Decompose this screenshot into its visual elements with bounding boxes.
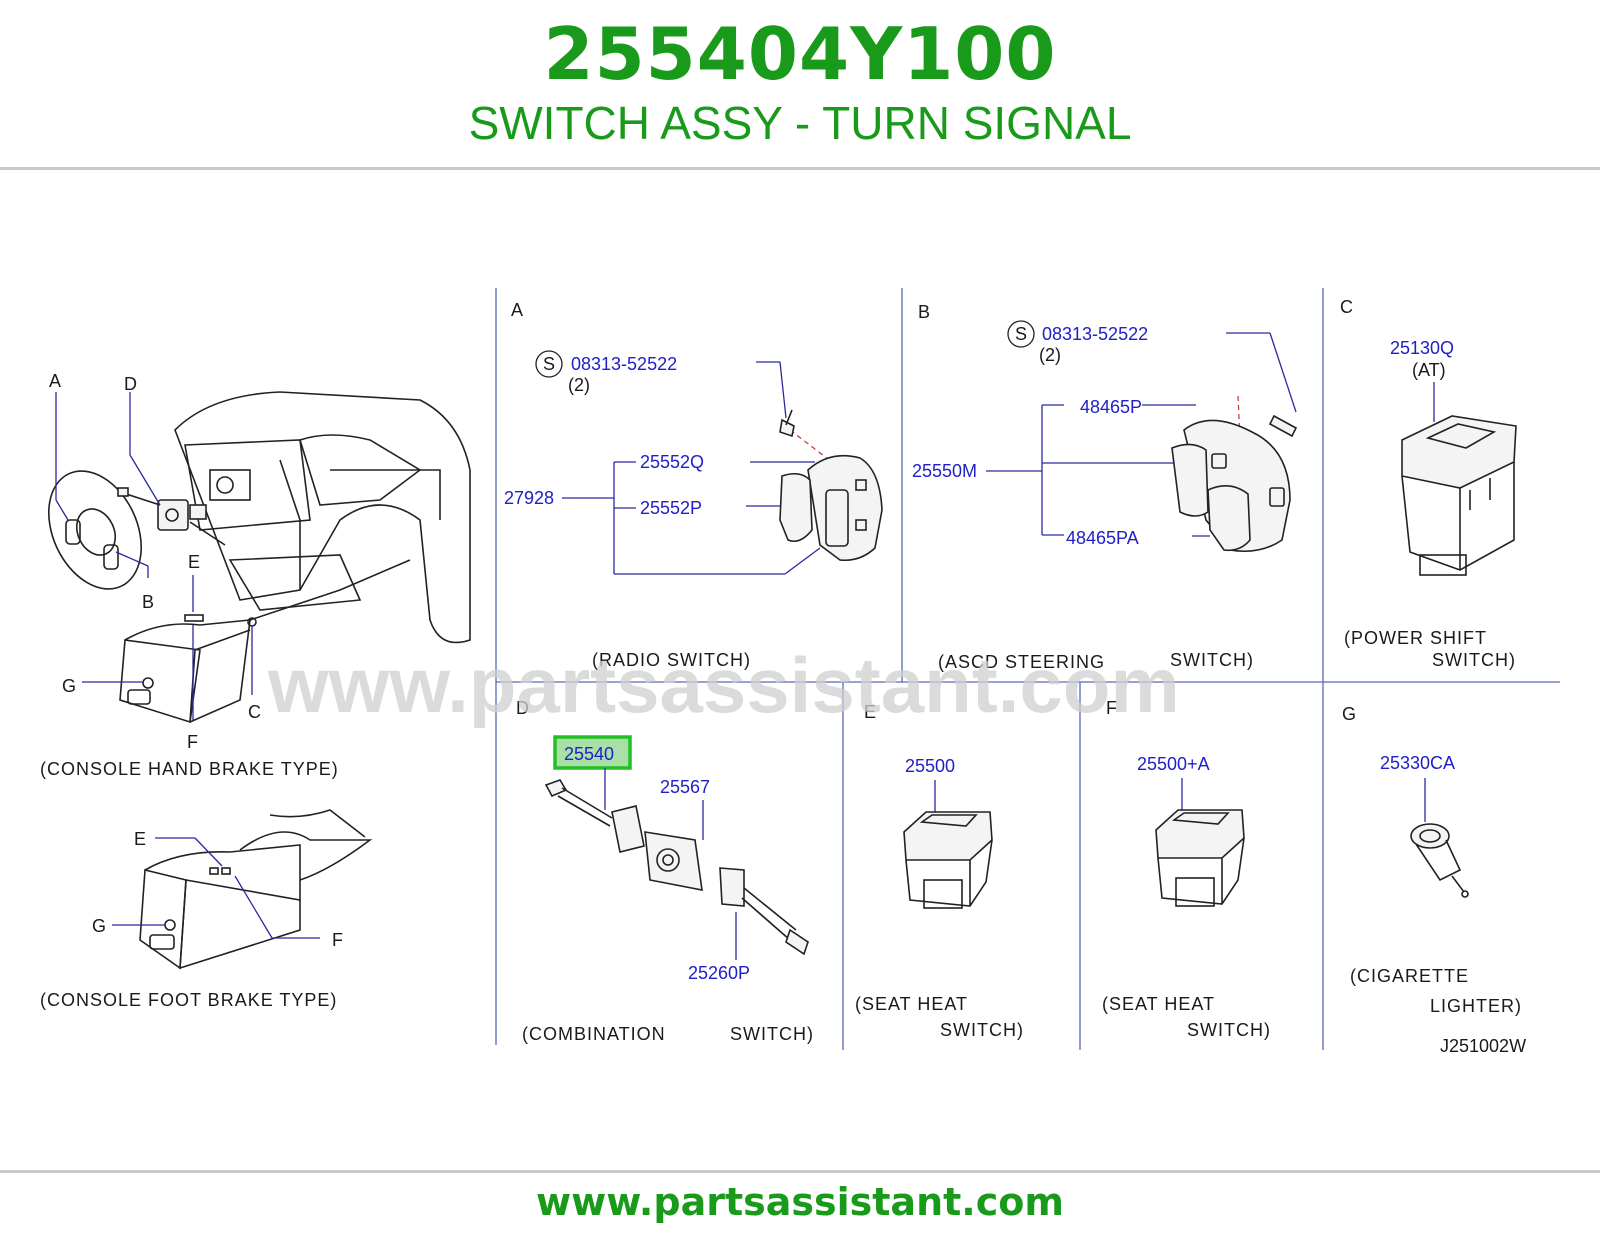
panel-d-letter: D: [516, 698, 529, 718]
panel-g-cigarette-lighter: G 25330CA (CIGARETTE LIGHTER) J251002W: [1342, 704, 1526, 1056]
caption-combination: (COMBINATION: [522, 1024, 666, 1044]
overview-callout-b: B: [142, 592, 154, 612]
panel-f-letter: F: [1106, 698, 1117, 718]
screw-symbol-circle-b: [1007, 320, 1035, 348]
seat-heat-switch-drawing-f: [1155, 809, 1245, 907]
panel-a-leaders: [562, 361, 821, 575]
drawing-code: J251002W: [1440, 1036, 1526, 1056]
caption-ascd-switch: SWITCH): [1170, 650, 1254, 670]
cigarette-lighter-drawing: [1410, 823, 1469, 898]
caption-power-shift: (POWER SHIFT: [1344, 628, 1487, 648]
part-number-title: 255404Y100: [543, 12, 1057, 96]
panel-b-letter: B: [918, 302, 930, 322]
dashboard-drawing: [47, 391, 471, 724]
part-25552q[interactable]: 25552Q: [640, 452, 704, 472]
caption-console-foot-brake: (CONSOLE FOOT BRAKE TYPE): [40, 990, 337, 1010]
page-header: 255404Y100 SWITCH ASSY - TURN SIGNAL: [0, 0, 1600, 168]
foot-callout-g: G: [92, 916, 106, 936]
caption-power-shift-switch: SWITCH): [1432, 650, 1516, 670]
ascd-switch-drawing: [1171, 395, 1298, 553]
caption-seat-heat-switch-f: SWITCH): [1187, 1020, 1271, 1040]
panel-c-letter: C: [1340, 297, 1353, 317]
seat-heat-switch-drawing-e: [903, 811, 993, 909]
caption-radio-switch: (RADIO SWITCH): [592, 650, 751, 670]
overview-callout-g: G: [62, 676, 76, 696]
part-25540[interactable]: 25540: [564, 744, 614, 764]
screw-qty-a: (2): [568, 375, 590, 395]
radio-switch-drawing: [779, 409, 883, 562]
part-25330ca[interactable]: 25330CA: [1380, 753, 1455, 773]
overview-leaders: [55, 392, 253, 720]
part-48465p[interactable]: 48465P: [1080, 397, 1142, 417]
foot-callout-e: E: [134, 829, 146, 849]
panel-b-leaders: [986, 332, 1297, 537]
screw-symbol: S: [543, 354, 555, 374]
part-25567[interactable]: 25567: [660, 777, 710, 797]
part-name-subtitle: SWITCH ASSY - TURN SIGNAL: [468, 97, 1132, 149]
combination-switch-drawing: [544, 779, 809, 956]
panel-f-seat-heat: F 25500+A (SEAT HEAT SWITCH): [1102, 698, 1271, 1040]
panel-b-ascd-switch: B S 08313-52522 (2) 48465P 25550M 48465P…: [912, 302, 1298, 672]
panel-a-radio-switch: A S 08313-52522 (2) 27928 25552Q 25552P: [504, 300, 883, 670]
caption-lighter: LIGHTER): [1430, 996, 1522, 1016]
part-25550m[interactable]: 25550M: [912, 461, 977, 481]
overview-callout-d: D: [124, 374, 137, 394]
caption-seat-heat-e: (SEAT HEAT: [855, 994, 968, 1014]
overview-callout-a: A: [49, 371, 61, 391]
part-25500-a[interactable]: 25500+A: [1137, 754, 1210, 774]
part-25500[interactable]: 25500: [905, 756, 955, 776]
part-27928[interactable]: 27928: [504, 488, 554, 508]
overview-callout-c: C: [248, 702, 261, 722]
panel-e-seat-heat: E 25500 (SEAT HEAT SWITCH): [855, 702, 1024, 1040]
caption-seat-heat-switch-e: SWITCH): [940, 1020, 1024, 1040]
part-48465pa[interactable]: 48465PA: [1066, 528, 1139, 548]
panel-g-letter: G: [1342, 704, 1356, 724]
panel-e-letter: E: [864, 702, 876, 722]
power-shift-switch-drawing: [1401, 415, 1517, 576]
foot-callout-f: F: [332, 930, 343, 950]
caption-cigarette: (CIGARETTE: [1350, 966, 1469, 986]
foot-brake-console-drawing: [112, 809, 373, 970]
part-25130q-qualifier: (AT): [1412, 360, 1446, 380]
panel-d-combination-switch: D 25540 25567 25260P (COMBINATION SWITCH…: [516, 698, 814, 1044]
part-08313-52522-b[interactable]: 08313-52522: [1042, 324, 1148, 344]
caption-console-hand-brake: (CONSOLE HAND BRAKE TYPE): [40, 759, 339, 779]
part-25260p[interactable]: 25260P: [688, 963, 750, 983]
screw-qty-b: (2): [1039, 345, 1061, 365]
screw-symbol-circle: [535, 350, 563, 378]
highlight-box-25540: [553, 735, 632, 770]
caption-ascd-steering: (ASCD STEERING: [938, 652, 1105, 672]
watermark: www.partsassistant.com: [267, 641, 1180, 729]
footer-url-link[interactable]: www.partsassistant.com: [536, 1180, 1064, 1224]
footer-divider: [0, 1170, 1600, 1173]
caption-seat-heat-f: (SEAT HEAT: [1102, 994, 1215, 1014]
panel-dividers: [495, 288, 1560, 1050]
header-divider: [0, 167, 1600, 170]
part-08313-52522-a[interactable]: 08313-52522: [571, 354, 677, 374]
part-25552p[interactable]: 25552P: [640, 498, 702, 518]
panel-d-leaders: [604, 768, 737, 960]
panel-a-letter: A: [511, 300, 523, 320]
overview-callout-f: F: [187, 732, 198, 752]
part-25130q[interactable]: 25130Q: [1390, 338, 1454, 358]
overview-callout-e: E: [188, 552, 200, 572]
caption-combination-switch: SWITCH): [730, 1024, 814, 1044]
overview-section: A D E B G C F (CONSOLE HAND BRAKE TYPE) …: [40, 371, 471, 1010]
panel-c-power-shift: C 25130Q (AT) (POWER SHIFT SWITCH): [1340, 297, 1517, 670]
screw-symbol-b: S: [1015, 324, 1027, 344]
